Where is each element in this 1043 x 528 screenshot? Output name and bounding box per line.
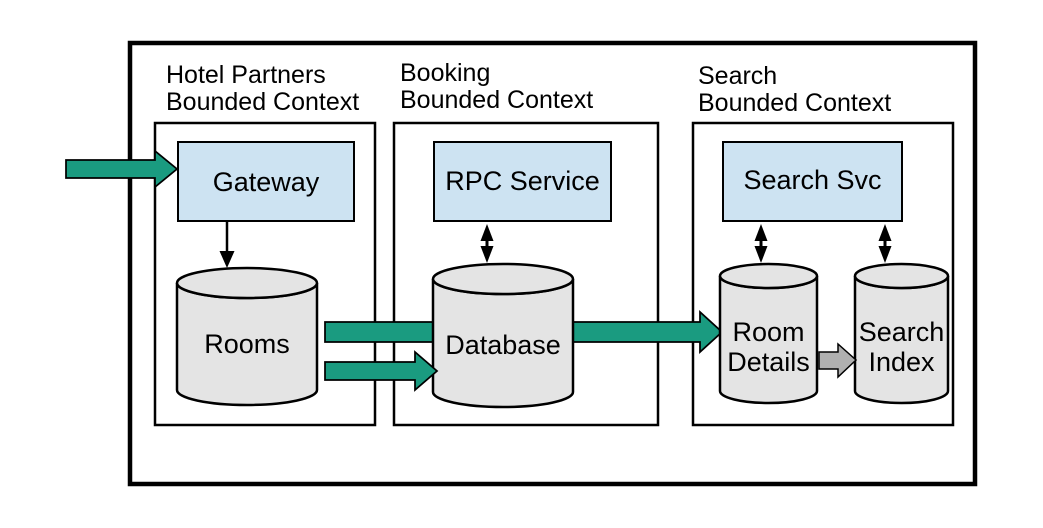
search-context-label-line1: Search — [698, 62, 777, 90]
booking-context-label-line1: Booking — [400, 59, 490, 87]
database-cylinder-top — [431, 262, 575, 296]
database-label: Database — [445, 330, 561, 360]
search-svc-box — [722, 141, 903, 222]
gateway-label: Gateway — [213, 167, 320, 197]
room-details-label-line1: Room — [732, 317, 804, 347]
room-details-cylinder-top — [718, 262, 819, 290]
search-index-label-line1: Search — [859, 317, 945, 347]
gateway-to-rooms-arrow — [219, 222, 235, 268]
search-index-label-line2: Index — [868, 347, 935, 377]
rooms-cylinder — [175, 266, 319, 407]
room-details-label-line2: Details — [727, 347, 810, 377]
search-svc-label: Search Svc — [743, 165, 881, 195]
rooms-label: Rooms — [204, 329, 290, 359]
search-svc-room-details-sync-arrow — [754, 224, 768, 263]
search-index-cylinder — [853, 262, 950, 405]
room-details-to-search-index-arrow — [818, 342, 858, 379]
gateway-box — [177, 141, 355, 222]
rooms-cylinder-top — [175, 266, 319, 300]
rpc-database-sync-arrow — [480, 224, 494, 263]
database-cylinder — [431, 262, 575, 409]
room-details-cylinder — [718, 262, 819, 405]
search-svc-search-index-sync-arrow — [878, 224, 892, 263]
hotel-partners-context-label-line2: Bounded Context — [166, 88, 359, 116]
search-index-cylinder-top — [853, 262, 950, 290]
rpc-service-box — [433, 141, 612, 222]
inbound-request-arrow — [65, 149, 179, 189]
booking-context-label-line2: Bounded Context — [400, 86, 593, 114]
rooms-to-database-arrow — [324, 350, 439, 392]
rpc-service-label: RPC Service — [445, 166, 600, 196]
hotel-partners-context-label-line1: Hotel Partners — [166, 61, 326, 89]
search-context-label-line2: Bounded Context — [698, 89, 891, 117]
